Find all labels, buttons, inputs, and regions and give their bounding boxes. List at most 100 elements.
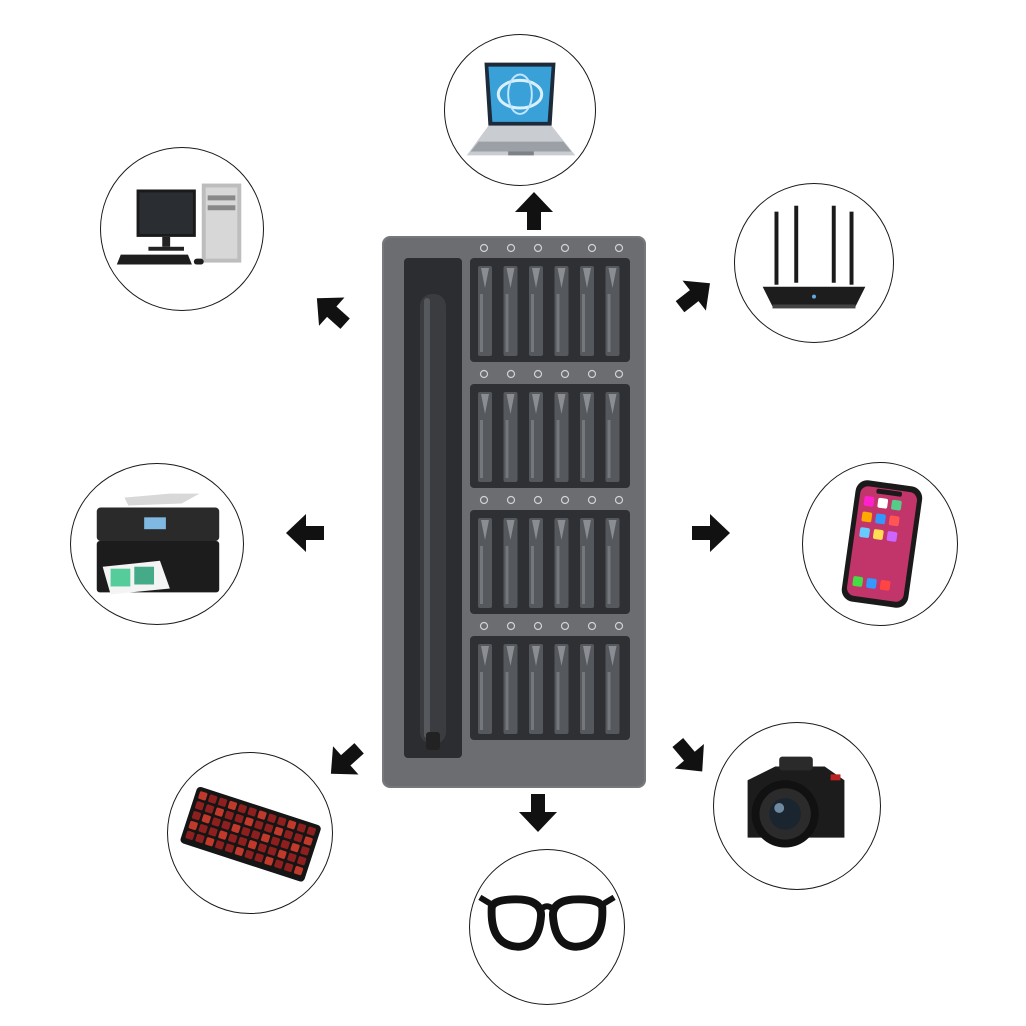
bit-trays <box>470 243 630 740</box>
keyboard-key <box>257 810 267 820</box>
screwdriver-bit <box>554 644 569 734</box>
arrow-down-right-icon <box>667 734 713 780</box>
printer-bubble <box>70 463 244 625</box>
keyboard-key <box>280 839 290 850</box>
keyboard-key <box>224 810 234 820</box>
keyboard-key <box>273 826 284 836</box>
keyboard-key <box>254 820 264 830</box>
keyboard-key <box>237 836 248 847</box>
screwdriver-bit <box>554 392 569 482</box>
keyboard-key <box>296 823 307 833</box>
arrow-left-icon <box>282 510 328 556</box>
keyboard-bubble <box>167 752 333 914</box>
keyboard-key <box>270 836 280 846</box>
screwdriver-handle <box>420 294 446 750</box>
keyboard-key <box>290 843 300 853</box>
keyboard-key <box>214 807 224 817</box>
screwdriver-bit <box>580 644 594 734</box>
screwdriver-bit <box>605 392 620 482</box>
screwdriver-bit <box>580 392 594 482</box>
keyboard-key <box>264 823 274 833</box>
keyboard-key <box>267 846 277 856</box>
smartphone-icon <box>841 480 923 608</box>
camera-icon <box>747 756 845 848</box>
keyboard-key <box>297 856 307 866</box>
keyboard-key <box>228 833 238 843</box>
keyboard-key <box>274 859 284 869</box>
screwdriver-bit <box>554 266 569 356</box>
bit-label-marker <box>587 621 597 631</box>
screwdriver-bit <box>529 392 543 482</box>
keyboard-key <box>231 823 241 834</box>
screwdriver-bit <box>503 266 518 356</box>
keyboard-key <box>300 846 310 856</box>
bit-label-marker <box>587 369 597 379</box>
screwdriver-bit <box>503 644 518 734</box>
keyboard-key <box>244 817 254 827</box>
bit-label-marker <box>560 621 570 631</box>
keyboard-key <box>185 830 195 840</box>
desktop-computer-icon <box>116 183 242 265</box>
keyboard-key <box>251 830 261 840</box>
router-bubble <box>734 183 894 343</box>
glasses-icon <box>478 894 616 951</box>
keyboard-key <box>264 856 274 866</box>
bit-label-marker <box>479 621 489 631</box>
screwdriver-bit <box>605 644 620 734</box>
keyboard-key <box>208 794 218 804</box>
keyboard-key <box>284 862 294 872</box>
keyboard-key <box>234 846 244 856</box>
screwdriver-bit <box>478 392 492 482</box>
keyboard-key <box>254 853 264 863</box>
screwdriver-bit <box>478 518 492 608</box>
bit-label-marker <box>614 243 624 253</box>
bit-label-marker <box>614 369 624 379</box>
arrow-right-icon <box>688 510 734 556</box>
laptop-icon <box>466 62 576 156</box>
keyboard-key <box>191 811 202 821</box>
printer-icon <box>96 493 220 595</box>
bit-label-marker <box>533 369 543 379</box>
keyboard-key <box>218 830 228 840</box>
keyboard-key <box>237 804 247 814</box>
bit-label-marker <box>614 495 624 505</box>
screwdriver-bit <box>580 266 594 356</box>
arrow-down-left-icon <box>322 738 368 784</box>
arrow-up-right-icon <box>672 272 718 318</box>
keyboard-key <box>277 816 287 827</box>
keyboard-key <box>227 800 238 811</box>
screwdriver-bit <box>605 518 620 608</box>
keyboard-key <box>195 801 205 811</box>
bit-label-marker <box>533 621 543 631</box>
keyboard-key <box>293 865 304 876</box>
keyboard-key <box>287 852 297 863</box>
bit-label-marker <box>479 495 489 505</box>
arrow-up-left-icon <box>308 288 354 334</box>
keyboard-key <box>224 843 235 853</box>
bit-label-marker <box>560 369 570 379</box>
glasses-bubble <box>469 849 625 1005</box>
keyboard-key <box>293 833 303 843</box>
keyboard-key <box>215 840 225 850</box>
laptop-bubble <box>444 34 596 186</box>
arrow-down-icon <box>515 790 561 836</box>
keyboard-key <box>303 836 313 846</box>
keyboard-key <box>195 833 205 844</box>
keyboard-key <box>287 820 297 830</box>
bit-label-marker <box>533 243 543 253</box>
keyboard-key <box>204 804 215 814</box>
bit-label-marker <box>533 495 543 505</box>
keyboard-key <box>221 820 231 830</box>
arrow-up-icon <box>511 188 557 234</box>
keyboard-key <box>260 833 271 843</box>
bit-label-marker <box>479 369 489 379</box>
screwdriver-bit <box>580 518 594 608</box>
bit-label-marker <box>506 243 516 253</box>
keyboard-key <box>247 840 258 850</box>
keyboard-key <box>283 829 294 840</box>
screwdriver-bit <box>503 392 518 482</box>
keyboard-key <box>188 820 198 831</box>
keyboard-key <box>205 837 215 847</box>
bit-label-marker <box>587 495 597 505</box>
